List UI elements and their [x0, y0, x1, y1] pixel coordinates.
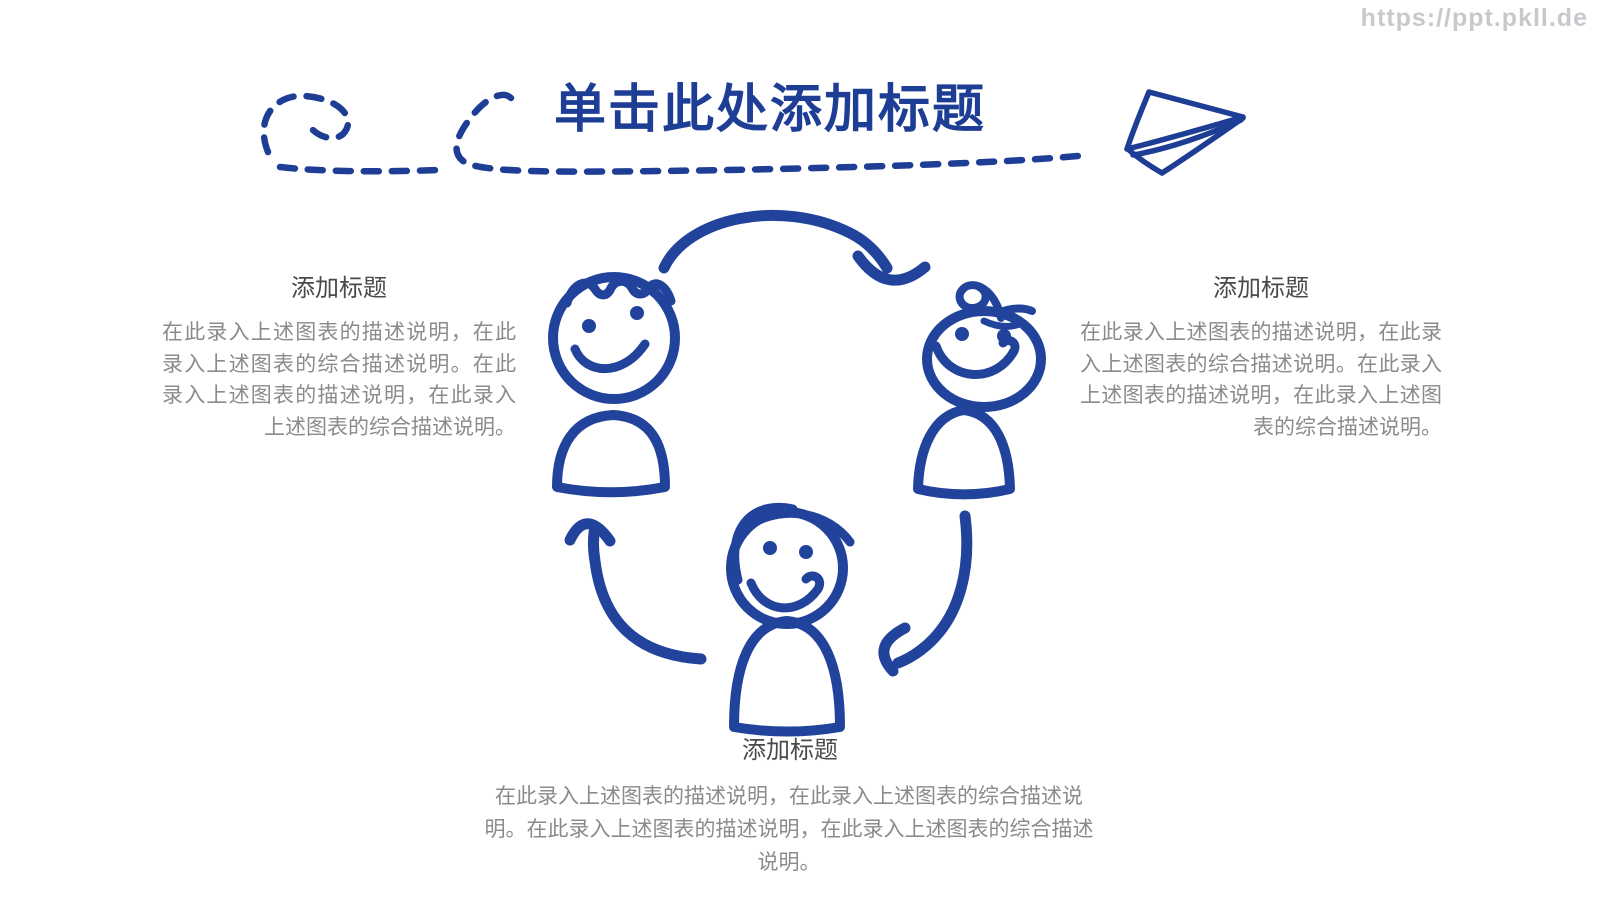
section-left-body: 在此录入上述图表的描述说明，在此录入上述图表的综合描述说明。在此录入上述图表的描…	[162, 321, 516, 439]
page-title: 单击此处添加标题	[553, 81, 986, 139]
kid-top-left-icon	[548, 272, 680, 498]
section-bottom: 在此录入上述图表的描述说明，在此录入上述图表的综合描述说明。在此录入上述图表的描…	[478, 780, 1100, 879]
cycle-arrow-left-icon	[564, 518, 707, 665]
cycle-arrow-top-icon	[658, 210, 931, 286]
section-bottom-body: 在此录入上述图表的描述说明，在此录入上述图表的综合描述说明。在此录入上述图表的描…	[484, 785, 1094, 874]
section-bottom-heading: 添加标题	[742, 737, 838, 764]
watermark-url: https://ppt.pkll.de	[1360, 4, 1588, 32]
paper-plane-icon	[1124, 89, 1246, 176]
cycle-arrows	[564, 210, 973, 677]
section-left: 添加标题 在此录入上述图表的描述说明，在此录入上述图表的综合描述说明。在此录入上…	[162, 274, 516, 443]
section-left-heading: 添加标题	[291, 275, 387, 302]
section-right: 添加标题 在此录入上述图表的描述说明，在此录入上述图表的综合描述说明。在此录入上…	[1080, 274, 1442, 443]
cycle-arrow-right-icon	[878, 510, 973, 677]
kid-right-icon	[913, 281, 1046, 500]
section-right-body: 在此录入上述图表的描述说明，在此录入上述图表的综合描述说明。在此录入上述图表的描…	[1080, 321, 1442, 439]
section-bottom-heading-wrap: 添加标题	[640, 736, 940, 779]
section-right-heading: 添加标题	[1213, 275, 1309, 302]
kid-bottom-icon	[726, 503, 855, 737]
dashed-flight-path-icon	[260, 91, 1082, 175]
